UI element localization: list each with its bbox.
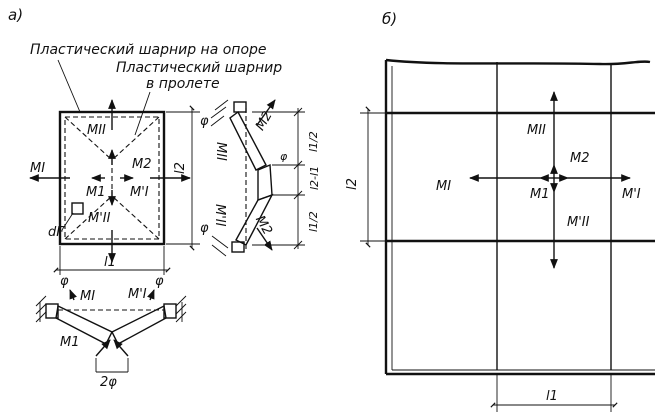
panel-b: б) MII M2 MI M1 M'I M'II (345, 10, 655, 412)
slab-top-break-line (385, 58, 651, 66)
plate-label-m1: M1 (86, 185, 106, 200)
side-label-phi-top: φ (200, 114, 209, 129)
support-hinge-leader (57, 59, 81, 113)
side-label-phi-bottom: φ (200, 221, 209, 236)
side-label-m2-bottom: M2 (252, 213, 275, 237)
side-label-phi-mid: φ (280, 150, 288, 163)
side-label-mii: MII (213, 142, 228, 161)
bottom-label-mi-prime: M'I (128, 287, 147, 302)
plate-label-mii-prime: M'II (88, 211, 111, 226)
b-label-mii: MII (527, 123, 546, 138)
side-view-upper-segment (229, 110, 267, 171)
panel-a: a) Пластический шарнир на опоре Пластиче… (8, 6, 321, 390)
plate-label-m2: M2 (132, 157, 152, 172)
b-label-l2: l2 (345, 178, 360, 190)
df-element (71, 202, 84, 215)
side-label-l2-minus-l1: l2-l1 (308, 166, 321, 190)
plate-label-l2: l2 (173, 162, 188, 174)
b-label-m1: M1 (530, 187, 550, 202)
b-label-l1: l1 (546, 389, 558, 404)
b-label-mi-prime: M'I (622, 187, 641, 202)
bottom-view: φ φ MI M'I M1 2φ (35, 274, 187, 390)
bottom-view-right-segment (111, 304, 167, 345)
support-hinge-label: Пластический шарнир на опоре (30, 42, 267, 58)
bottom-label-two-phi: 2φ (100, 375, 117, 390)
side-label-m2-top: M2 (253, 109, 276, 133)
plate-label-mi: MI (30, 161, 45, 176)
side-label-l1-half-bottom: l1/2 (307, 211, 320, 232)
span-hinge-label-line1: Пластический шарнир (116, 60, 282, 76)
slab-plan: MII M2 MI M1 M'I M'II l2 l1 (345, 58, 655, 412)
plate-label-df: dF (48, 225, 64, 240)
plate-plan: MII M2 MI M1 M'I M'II dF l1 l2 (29, 99, 200, 275)
b-label-mii-prime: M'II (567, 215, 590, 230)
bottom-label-m1: M1 (60, 335, 80, 350)
side-label-mii-prime: M'II (212, 204, 227, 227)
b-label-mi: MI (436, 179, 451, 194)
span-hinge-leader (134, 91, 151, 136)
span-hinge-label-line2: в пролете (146, 76, 220, 92)
panel-b-letter: б) (382, 10, 397, 28)
b-label-m2: M2 (570, 151, 590, 166)
plate-label-l1: l1 (104, 255, 116, 270)
side-label-l1-half-top: l1/2 (307, 131, 320, 152)
plate-label-mi-prime: M'I (130, 185, 149, 200)
bottom-label-phi-right: φ (155, 274, 164, 289)
side-view: φ φ MII M2 M'II M2 φ l1/2 l2-l1 l1/2 (200, 99, 321, 257)
panel-a-letter: a) (8, 6, 23, 24)
bottom-label-phi-left: φ (60, 274, 69, 289)
plate-label-mii: MII (87, 123, 106, 138)
bottom-label-mi: MI (80, 289, 95, 304)
